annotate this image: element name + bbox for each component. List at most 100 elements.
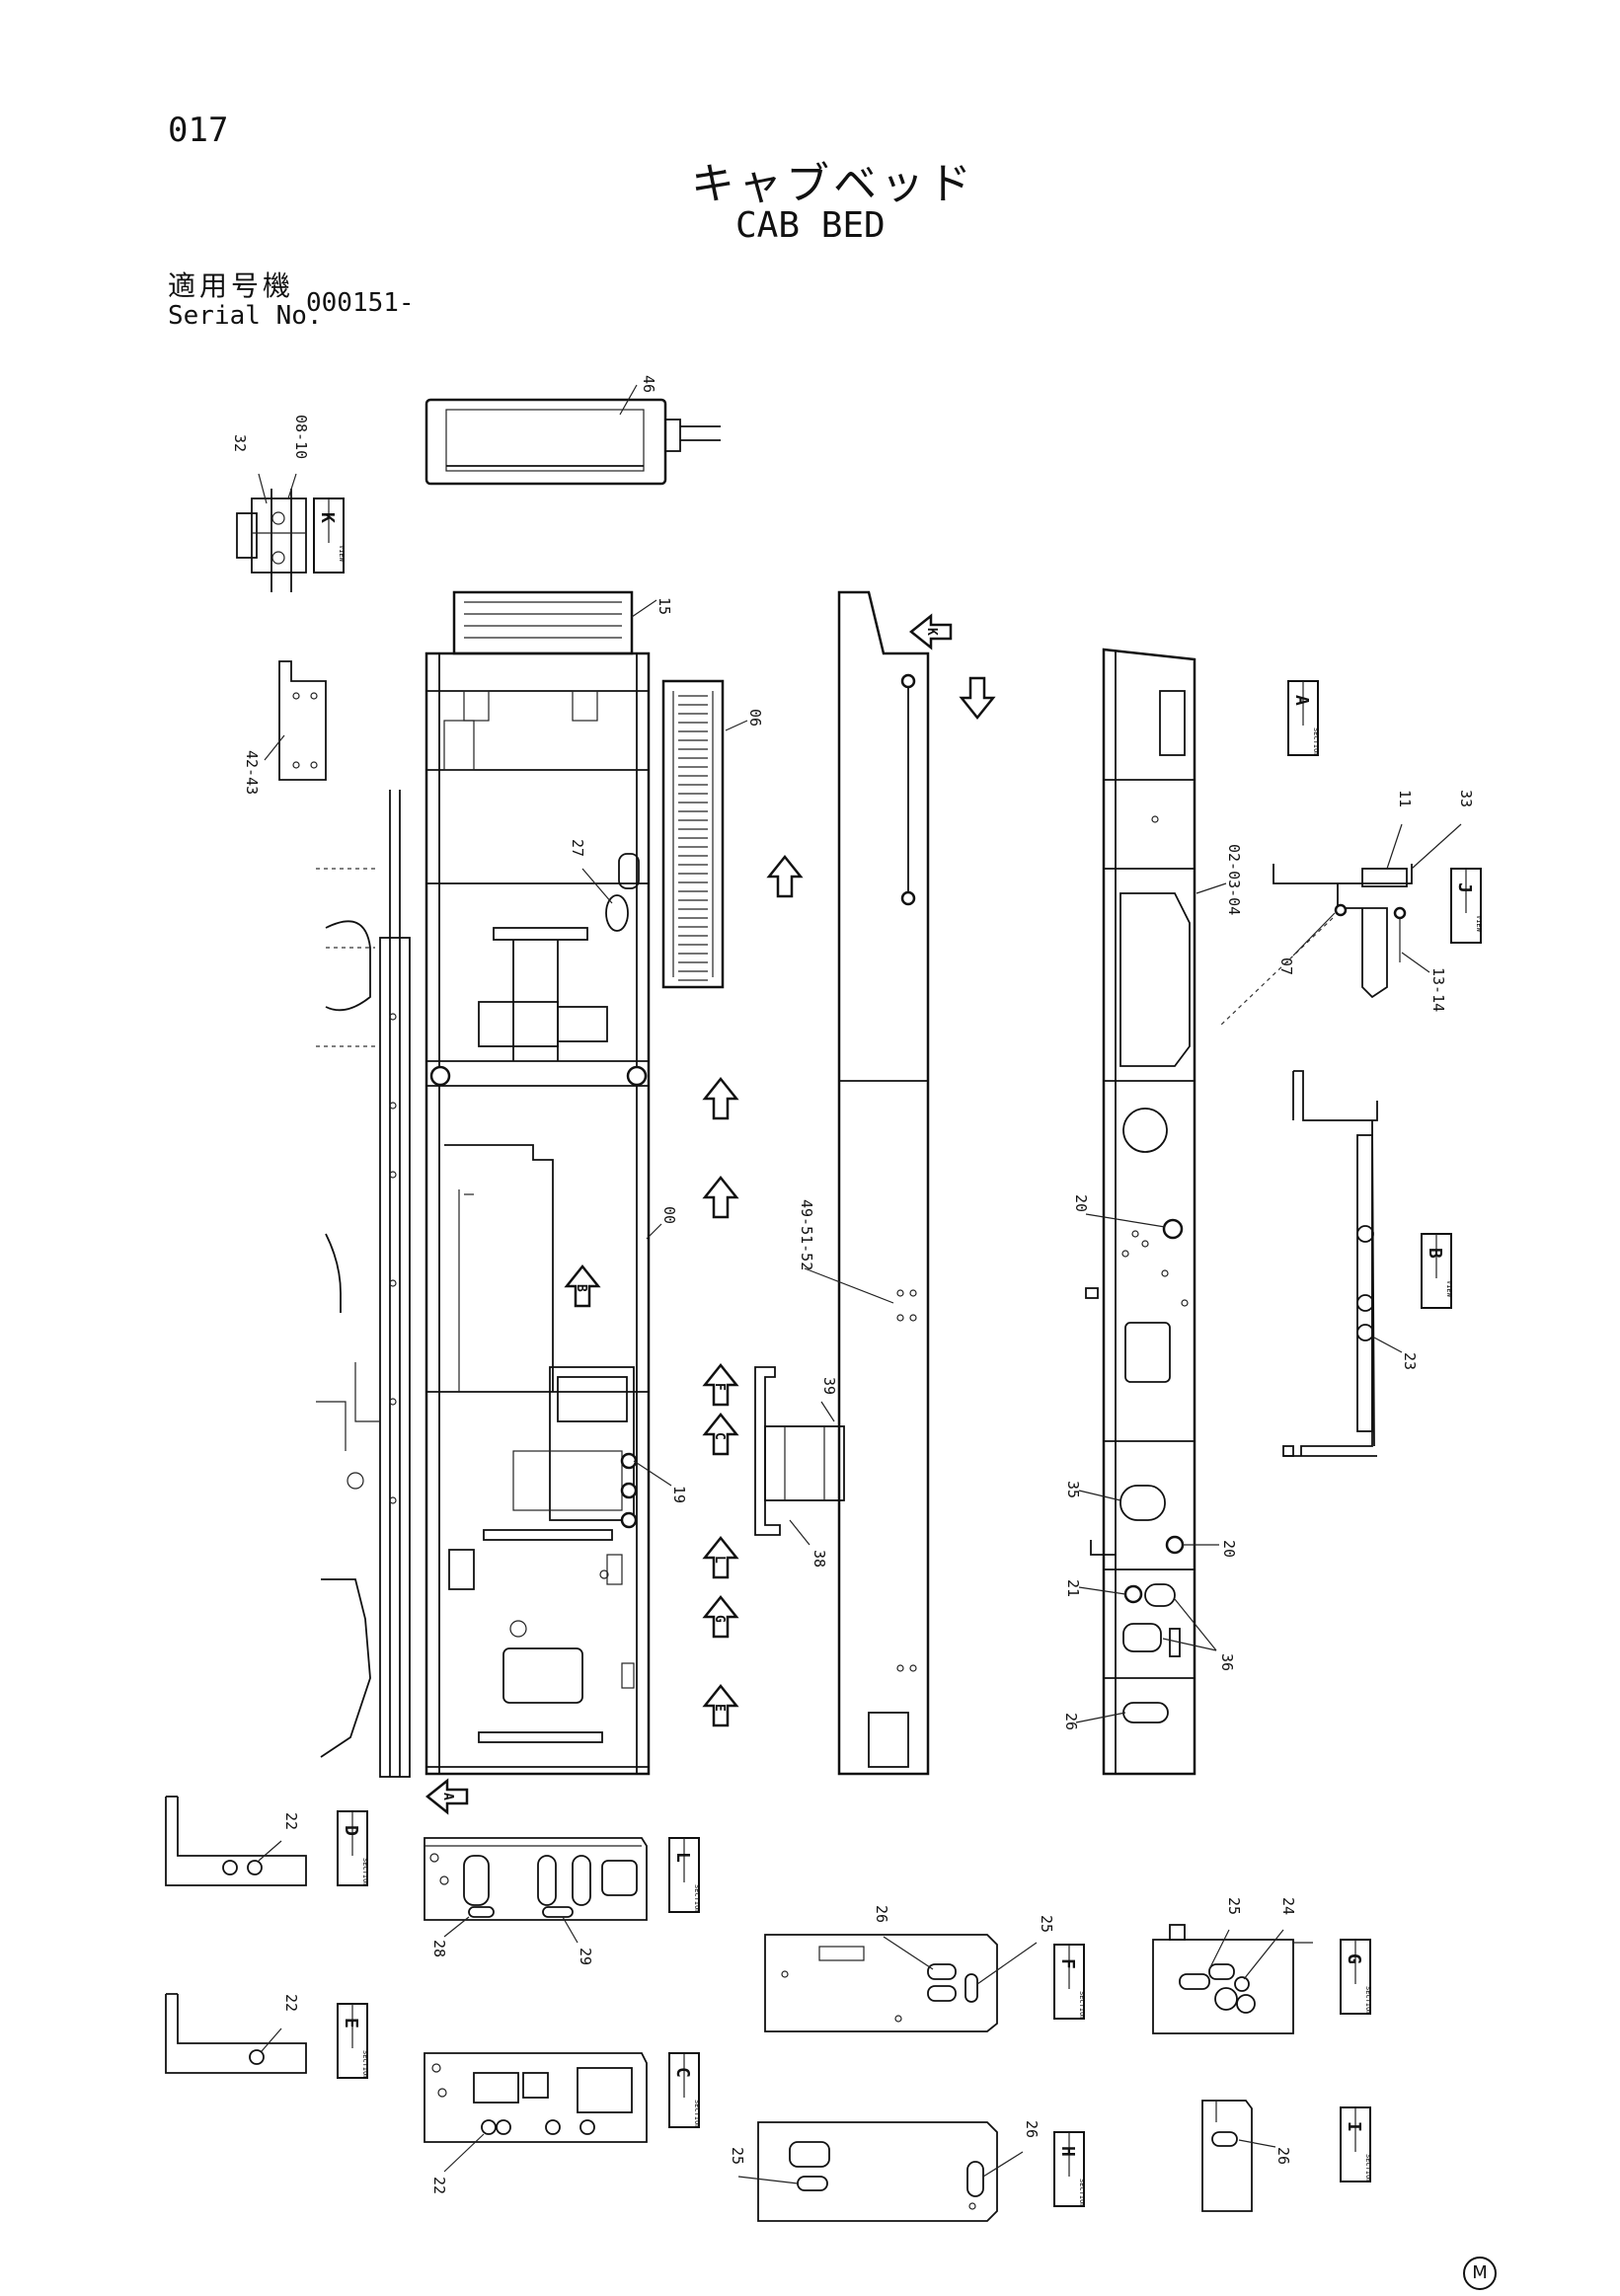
view-arrow-letter-f: F [712, 1383, 727, 1391]
tag-letter-e: E [341, 2018, 361, 2028]
title-japanese: キャブベッド [691, 159, 975, 209]
tag-kind-g: SECTION [1364, 1986, 1372, 2016]
view-arrow-l: L [702, 1535, 739, 1579]
view-arrow-f: F [702, 1362, 739, 1407]
callout-06: 06 [746, 709, 764, 727]
tag-i: SECTION I [1340, 2106, 1372, 2183]
tag-kind-f: SECTION [1078, 1991, 1086, 2021]
view-arrow-letter-a: A [440, 1793, 455, 1800]
view-arrow-blank-2 [766, 854, 804, 898]
tag-kind-h: SECTION [1078, 2179, 1086, 2208]
tag-letter-l: L [672, 1852, 693, 1863]
tag-letter-k: K [317, 512, 338, 523]
callout-36: 36 [1218, 1653, 1236, 1671]
view-arrow-c: C [702, 1412, 739, 1456]
callout-39: 39 [820, 1377, 838, 1395]
tag-letter-b: B [1425, 1248, 1445, 1259]
left-side-frame-sketch [316, 790, 411, 1778]
tag-letter-g: G [1344, 1953, 1364, 1964]
tag-letter-f: F [1057, 1958, 1078, 1969]
callout-25-detail-f: 25 [1038, 1915, 1055, 1933]
tag-c: SECTION C [668, 2052, 701, 2129]
detail-d-section [165, 1796, 307, 1886]
callout-29: 29 [577, 1948, 594, 1965]
callout-22-detail-c: 22 [430, 2177, 448, 2194]
tag-kind-j: VIEW [1475, 915, 1483, 933]
tag-l: SECTION L [668, 1837, 701, 1914]
callout-15: 15 [656, 597, 673, 615]
callout-38: 38 [810, 1550, 828, 1568]
callout-24: 24 [1279, 1897, 1297, 1915]
callout-46: 46 [640, 375, 657, 393]
callout-26-detail-f: 26 [873, 1905, 890, 1923]
callout-32: 32 [231, 434, 249, 452]
detail-b-bracket [1282, 1070, 1378, 1457]
callout-33: 33 [1457, 790, 1475, 807]
callout-26-detail-i: 26 [1274, 2147, 1292, 2165]
tag-kind-c: SECTION [693, 2100, 701, 2129]
view-arrow-blank-4 [702, 1076, 739, 1120]
callout-23: 23 [1401, 1352, 1419, 1370]
detail-k-assembly [236, 473, 307, 592]
tag-kind-l: SECTION [693, 1884, 701, 1914]
tag-k: VIEW K [313, 497, 346, 574]
detail-c-section [424, 2052, 648, 2143]
tag-kind-i: SECTION [1364, 2154, 1372, 2183]
tag-a: SECTION A [1287, 680, 1320, 757]
tag-letter-d: D [341, 1825, 361, 1836]
callout-13-14: 13-14 [1429, 967, 1447, 1012]
tag-letter-c: C [672, 2067, 693, 2078]
callout-20-lower: 20 [1220, 1540, 1238, 1558]
view-arrow-g: G [702, 1594, 739, 1639]
tag-g: SECTION G [1340, 1939, 1372, 2016]
detail-g-section [1152, 1924, 1313, 2034]
tag-letter-j: J [1454, 882, 1475, 893]
callout-11: 11 [1396, 790, 1414, 807]
tag-j: VIEW J [1450, 868, 1483, 944]
view-arrow-letter-b: B [574, 1284, 588, 1292]
callout-08-10: 08-10 [292, 415, 310, 459]
callout-20-upper: 20 [1072, 1194, 1090, 1212]
callout-19: 19 [670, 1486, 688, 1503]
view-arrow-letter-l: L [712, 1556, 727, 1564]
tag-b: VIEW B [1421, 1233, 1453, 1309]
callout-22-detail-e: 22 [282, 1994, 300, 2012]
detail-i-section [1201, 2100, 1253, 2212]
callout-49-51-52: 49-51-52 [798, 1199, 815, 1270]
view-arrow-blank-5 [702, 1175, 739, 1219]
callout-28: 28 [430, 1940, 448, 1957]
serial-label-japanese: 適用号機 [168, 269, 295, 302]
part-46-cover [424, 384, 721, 486]
callout-25-detail-g: 25 [1225, 1897, 1243, 1915]
view-arrow-k: K [908, 613, 953, 651]
detail-h-section [757, 2121, 998, 2222]
tag-kind-k: VIEW [338, 545, 346, 563]
tag-letter-i: I [1344, 2121, 1364, 2132]
detail-l-section [424, 1837, 648, 1921]
detail-f-section [764, 1934, 998, 2032]
view-arrow-letter-c: C [712, 1432, 727, 1440]
detail-j-hinge [1218, 864, 1413, 1028]
callout-22-detail-d: 22 [282, 1812, 300, 1830]
tag-kind-b: VIEW [1445, 1280, 1453, 1298]
view-arrow-letter-k: K [924, 628, 939, 636]
tag-letter-a: A [1291, 695, 1312, 706]
tag-letter-h: H [1057, 2146, 1078, 2157]
page-number: 017 [168, 111, 229, 150]
middle-side-cover [837, 590, 930, 1776]
callout-00: 00 [660, 1206, 678, 1224]
view-arrow-letter-e: E [712, 1704, 727, 1712]
callout-26-detail-h: 26 [1023, 2120, 1041, 2138]
callout-27: 27 [569, 839, 586, 857]
callout-21: 21 [1064, 1579, 1082, 1597]
view-arrow-blank-1 [959, 676, 996, 721]
tag-kind-e: SECTION [361, 2050, 369, 2080]
part-06-grille [661, 679, 725, 989]
view-arrow-a: A [424, 1778, 469, 1815]
view-arrow-letter-g: G [712, 1615, 727, 1623]
tag-kind-a: SECTION [1312, 727, 1320, 757]
callout-07: 07 [1277, 957, 1295, 975]
callout-26-frame: 26 [1062, 1713, 1080, 1730]
detail-e-section [165, 1993, 307, 2074]
